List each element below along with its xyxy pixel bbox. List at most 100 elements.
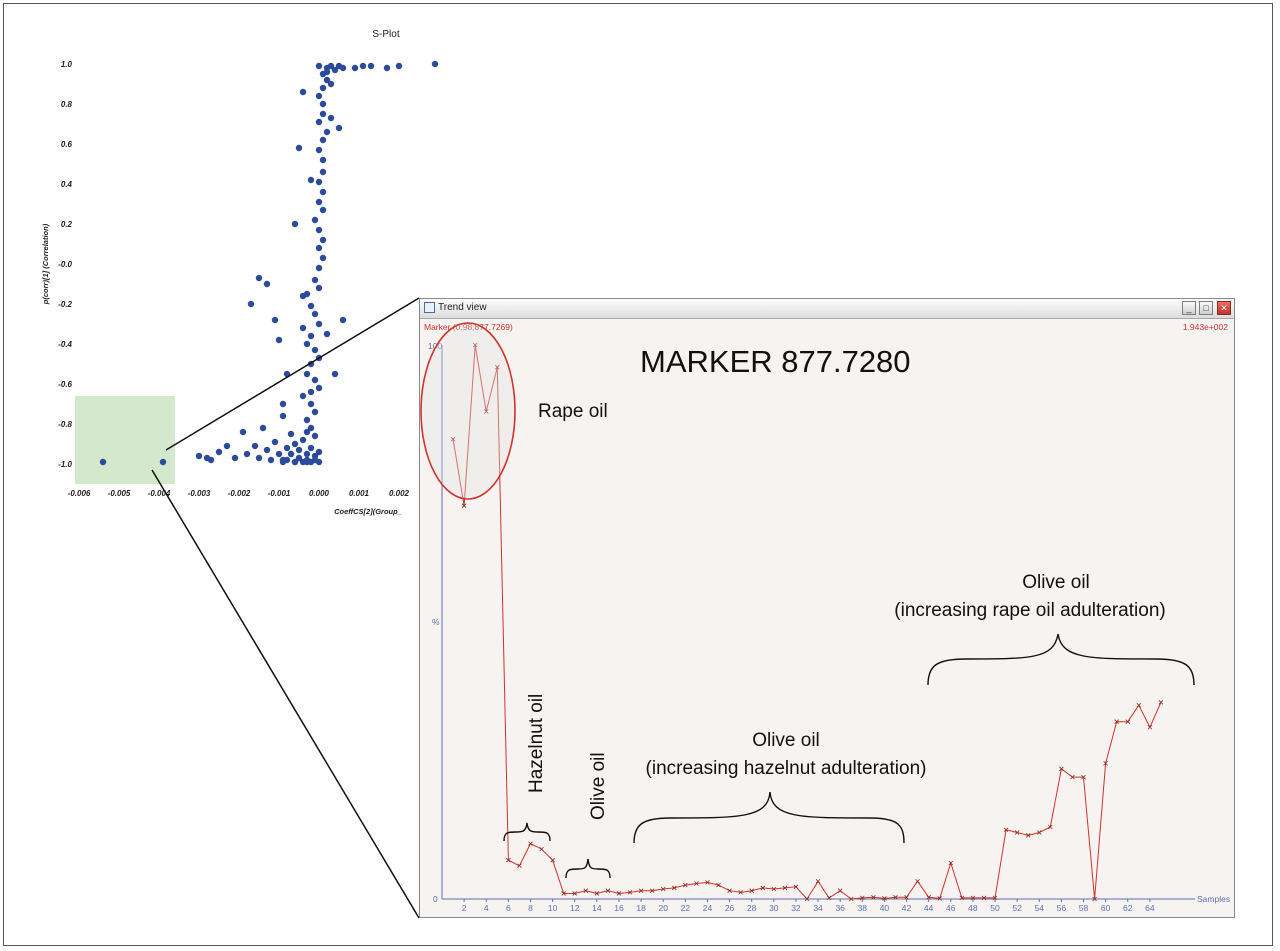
trend-x-tick: 60 bbox=[1101, 903, 1111, 913]
s-plot-point bbox=[267, 456, 275, 464]
s-plot-point bbox=[339, 316, 347, 324]
y-zero-label: 0 bbox=[433, 894, 438, 904]
trend-point bbox=[871, 895, 876, 900]
s-plot-point bbox=[243, 450, 251, 458]
s-plot-point bbox=[263, 280, 271, 288]
trend-point bbox=[815, 878, 821, 884]
trend-point bbox=[616, 891, 622, 896]
trend-point bbox=[1025, 833, 1031, 838]
marker-readout: Marker (0.98,877.7269) bbox=[424, 322, 513, 332]
s-plot-point bbox=[307, 400, 315, 408]
s-plot-x-axis-label: CoeffCS[2](Group_ bbox=[334, 507, 402, 516]
s-plot-point bbox=[311, 216, 319, 224]
s-plot-point bbox=[295, 446, 303, 454]
s-plot-y-tick: 0.4 bbox=[61, 180, 73, 189]
s-plot-point bbox=[315, 458, 323, 466]
trend-x-tick: 48 bbox=[968, 903, 978, 913]
s-plot-point bbox=[279, 400, 287, 408]
olive-hazelnut-label-1: Olive oil bbox=[752, 730, 820, 751]
trend-x-tick: 28 bbox=[747, 903, 757, 913]
s-plot-point bbox=[323, 68, 331, 76]
y-top-label: 100 bbox=[428, 341, 442, 351]
s-plot-y-tick: -0.2 bbox=[58, 300, 72, 309]
s-plot-x-tick: -0.005 bbox=[108, 489, 131, 498]
trend-point bbox=[804, 896, 810, 902]
trend-x-tick: 62 bbox=[1123, 903, 1133, 913]
s-plot-point bbox=[299, 88, 307, 96]
trend-point bbox=[1003, 827, 1009, 833]
trend-x-tick: 18 bbox=[636, 903, 646, 913]
s-plot-point bbox=[319, 254, 327, 262]
trend-view-titlebar[interactable]: Trend view _ □ ✕ bbox=[420, 299, 1234, 319]
trend-point bbox=[1014, 830, 1020, 835]
s-plot-point bbox=[431, 60, 439, 68]
s-plot-y-tick: 0.8 bbox=[61, 100, 73, 109]
s-plot-point bbox=[279, 412, 287, 420]
s-plot-point bbox=[255, 274, 263, 282]
trend-point bbox=[992, 895, 998, 901]
s-plot-x-tick: -0.002 bbox=[228, 489, 251, 498]
s-plot-point bbox=[247, 300, 255, 308]
s-plot-y-tick: 1.0 bbox=[61, 60, 73, 69]
close-button[interactable]: ✕ bbox=[1217, 301, 1231, 315]
minimize-button[interactable]: _ bbox=[1182, 301, 1196, 315]
trend-x-tick: 44 bbox=[924, 903, 934, 913]
trend-x-tick: 54 bbox=[1035, 903, 1045, 913]
s-plot-point bbox=[327, 114, 335, 122]
s-plot-point bbox=[303, 458, 311, 466]
s-plot-point bbox=[259, 424, 267, 432]
trend-x-tick: 52 bbox=[1012, 903, 1022, 913]
s-plot-point bbox=[319, 206, 327, 214]
s-plot-point bbox=[287, 430, 295, 438]
s-plot-x-tick: 0.001 bbox=[349, 489, 370, 498]
trend-x-tick: 6 bbox=[506, 903, 511, 913]
s-plot-point bbox=[207, 456, 215, 464]
s-plot-point bbox=[159, 458, 167, 466]
figure-frame bbox=[3, 3, 1273, 946]
s-plot-point bbox=[315, 354, 323, 362]
trend-point bbox=[528, 841, 533, 846]
s-plot-point bbox=[311, 310, 319, 318]
trend-x-tick: 4 bbox=[484, 903, 489, 913]
s-plot-y-tick: -0.4 bbox=[58, 340, 72, 349]
trend-point bbox=[517, 863, 522, 869]
trend-point bbox=[738, 890, 743, 895]
trend-point bbox=[1125, 719, 1131, 725]
trend-point bbox=[959, 895, 965, 901]
s-plot-point bbox=[295, 144, 303, 152]
trend-point bbox=[1070, 774, 1075, 780]
s-plot-y-tick: -0.6 bbox=[58, 380, 72, 389]
s-plot-point bbox=[319, 136, 327, 144]
s-plot-point bbox=[299, 324, 307, 332]
olive-hazelnut-label-2: (increasing hazelnut adulteration) bbox=[646, 758, 927, 779]
trend-point bbox=[782, 885, 788, 891]
trend-point bbox=[495, 364, 500, 370]
s-plot-point bbox=[275, 450, 283, 458]
trend-x-tick: 32 bbox=[791, 903, 801, 913]
s-plot-point bbox=[271, 438, 279, 446]
s-plot-point bbox=[231, 454, 239, 462]
trend-x-tick: 40 bbox=[880, 903, 890, 913]
s-plot-point bbox=[263, 446, 271, 454]
trend-point bbox=[1158, 700, 1164, 705]
trend-point bbox=[1036, 830, 1042, 835]
s-plot-point bbox=[319, 188, 327, 196]
trend-point bbox=[627, 890, 633, 895]
maximize-button[interactable]: □ bbox=[1199, 301, 1213, 315]
s-plot-point bbox=[255, 454, 263, 462]
trend-x-tick: 12 bbox=[570, 903, 580, 913]
s-plot-y-tick: 0.6 bbox=[61, 140, 73, 149]
trend-point bbox=[727, 888, 732, 893]
s-plot-point bbox=[307, 176, 315, 184]
s-plot-point bbox=[319, 168, 327, 176]
s-plot-y-tick: -0.0 bbox=[58, 260, 72, 269]
trend-point bbox=[594, 891, 600, 896]
s-plot-point bbox=[315, 226, 323, 234]
trend-x-tick: 2 bbox=[462, 903, 467, 913]
olive-hazelnut-brace bbox=[633, 791, 905, 844]
s-plot-point bbox=[315, 198, 323, 206]
s-plot-point bbox=[303, 450, 311, 458]
s-plot-point bbox=[327, 80, 335, 88]
trend-point bbox=[1147, 724, 1153, 730]
trend-point bbox=[771, 886, 777, 892]
